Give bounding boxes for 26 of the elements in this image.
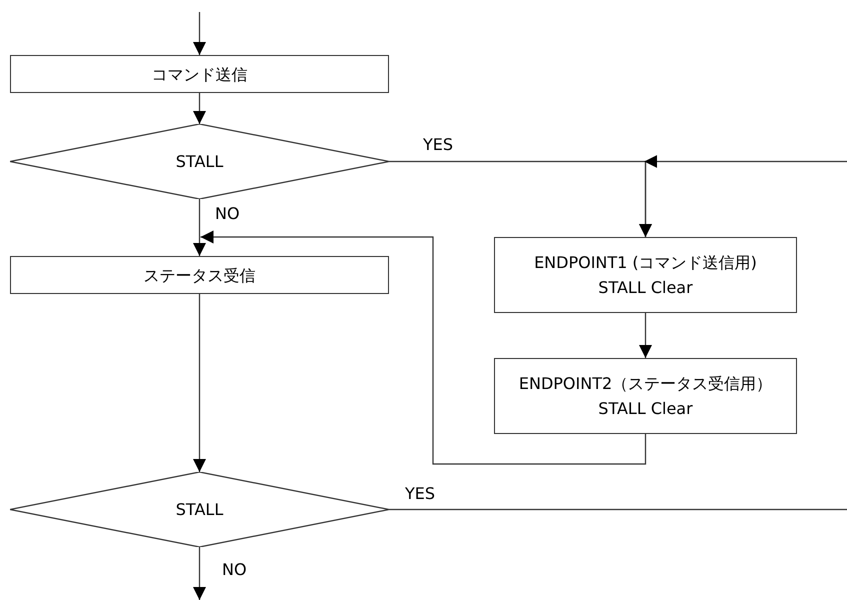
process-box xyxy=(10,256,389,294)
box-text: コマンド送信 xyxy=(152,64,248,86)
process-box xyxy=(494,237,797,313)
box-text: STALL xyxy=(176,151,224,173)
box-text: ステータス受信 xyxy=(144,264,256,286)
process-box xyxy=(494,358,797,434)
arrow xyxy=(193,93,206,124)
box-text: ENDPOINT2（ステータス受信用） xyxy=(518,373,772,395)
edge-label: NO xyxy=(215,205,240,223)
arrow xyxy=(193,547,206,600)
box-text: ENDPOINT1 (コマンド送信用) xyxy=(534,252,757,274)
arrow xyxy=(193,294,206,472)
arrow xyxy=(639,313,652,358)
edge-label: YES xyxy=(423,136,454,154)
edge-label: YES xyxy=(405,485,436,503)
arrow xyxy=(639,155,847,237)
arrow xyxy=(193,12,206,55)
process-box xyxy=(10,55,389,93)
arrow xyxy=(193,199,206,256)
box-text: STALL Clear xyxy=(598,277,693,299)
box-text: STALL Clear xyxy=(598,398,693,420)
edge-label: NO xyxy=(222,561,247,579)
box-text: STALL xyxy=(176,499,224,521)
decision-diamond xyxy=(10,472,389,547)
arrow xyxy=(200,230,646,465)
decision-diamond xyxy=(10,124,389,199)
